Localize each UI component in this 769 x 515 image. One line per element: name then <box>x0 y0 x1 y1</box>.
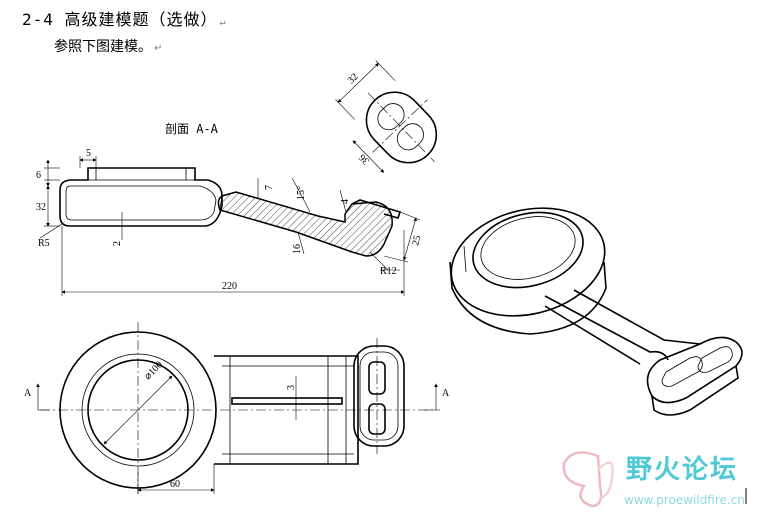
dim-dia-100: ⌀100 <box>142 359 165 382</box>
dim-16: 16 <box>292 244 303 254</box>
dim-220: 220 <box>222 281 237 292</box>
dim-r5: R5 <box>38 238 50 249</box>
top-view: ⌀100 3 60 A A <box>24 322 450 496</box>
butterfly-logo-icon <box>562 451 614 508</box>
exercise-instruction: 参照下图建模。↵ <box>54 39 163 55</box>
dim-2: 2 <box>112 241 123 246</box>
dim-15-deg: 15° <box>296 186 307 200</box>
section-view-a-a: 剖面 A-A 5 6 32 220 <box>36 122 423 296</box>
exercise-heading: 2-4 高级建模题（选做）↵ <box>22 10 227 29</box>
dim-r12: R12 <box>380 266 397 277</box>
dim-6: 6 <box>36 170 41 181</box>
section-mark-left: A <box>24 388 32 399</box>
dim-4: 4 <box>340 199 351 204</box>
watermark-url: www.proewildfire.cn <box>624 493 745 507</box>
dim-3: 3 <box>286 385 297 390</box>
watermark-title: 野火论坛 <box>626 455 738 485</box>
dim-32-section: 32 <box>36 202 46 213</box>
end-view-slot: 32 36 <box>335 60 438 173</box>
dim-5: 5 <box>86 148 91 159</box>
isometric-view <box>449 207 743 416</box>
dim-32-end: 32 <box>346 71 361 86</box>
dim-7: 7 <box>264 185 275 190</box>
dim-36: 36 <box>357 152 372 167</box>
section-title: 剖面 A-A <box>165 122 219 136</box>
dim-25: 25 <box>410 234 423 247</box>
watermark: 野火论坛 www.proewildfire.cn <box>562 451 747 508</box>
section-mark-right: A <box>442 388 450 399</box>
dim-60: 60 <box>170 479 180 490</box>
